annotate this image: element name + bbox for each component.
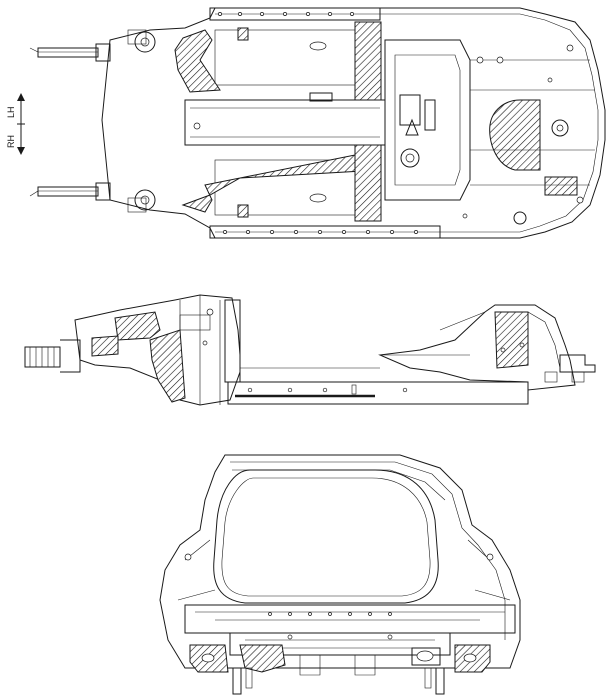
rear-mount-left bbox=[232, 667, 242, 695]
hatched-bracket-right bbox=[237, 204, 249, 218]
body-side-view bbox=[24, 294, 596, 406]
hatched-rear-bracket-left bbox=[239, 644, 286, 673]
front-bumper-side bbox=[24, 346, 61, 368]
rear-window-opening bbox=[213, 469, 439, 604]
rear-floor-pan bbox=[384, 39, 471, 201]
hatched-bracket-left bbox=[237, 27, 249, 41]
rear-bumper-bracket bbox=[559, 354, 596, 373]
rear-structure-outline bbox=[378, 304, 576, 391]
left-sill bbox=[209, 7, 381, 21]
rear-bracket-right bbox=[411, 647, 441, 666]
hatched-rear-wheelhouse bbox=[489, 99, 541, 171]
rocker-panel bbox=[227, 381, 529, 405]
right-sill bbox=[209, 225, 441, 239]
hatched-crossmember-right bbox=[354, 144, 382, 222]
rear-back-panel bbox=[184, 604, 516, 634]
hatched-front-rail-right bbox=[181, 149, 381, 213]
hatched-rear-quarter-inner bbox=[494, 311, 529, 369]
underbody-top-view bbox=[29, 7, 606, 239]
arrow-down-icon bbox=[17, 147, 25, 155]
orientation-indicator: RH LH bbox=[6, 93, 25, 155]
front-tower-right bbox=[134, 189, 156, 211]
front-bumper-rail-left bbox=[29, 43, 111, 62]
rear-mount-right bbox=[435, 667, 445, 695]
rh-label: RH bbox=[6, 135, 16, 148]
front-tower-left bbox=[134, 31, 156, 53]
arrow-up-icon bbox=[17, 93, 25, 101]
rear-lower-crossmember bbox=[229, 632, 451, 656]
front-structure-outline bbox=[74, 294, 241, 406]
rear-body-outline bbox=[159, 454, 521, 669]
hatched-front-rail-left bbox=[174, 29, 221, 93]
hatched-crossmember-left bbox=[354, 21, 382, 101]
body-rear-view bbox=[159, 454, 521, 695]
front-bumper-rail-right bbox=[29, 182, 111, 201]
hatched-front-apron-upper bbox=[114, 311, 161, 341]
hatched-rear-bracket bbox=[544, 176, 578, 196]
rear-tower bbox=[551, 119, 569, 137]
floor-tunnel bbox=[184, 99, 386, 146]
floor-panel-left bbox=[214, 29, 356, 86]
hatched-front-apron-lower bbox=[91, 335, 119, 357]
hatched-a-pillar-lower bbox=[149, 329, 186, 403]
lh-label: LH bbox=[6, 106, 16, 118]
